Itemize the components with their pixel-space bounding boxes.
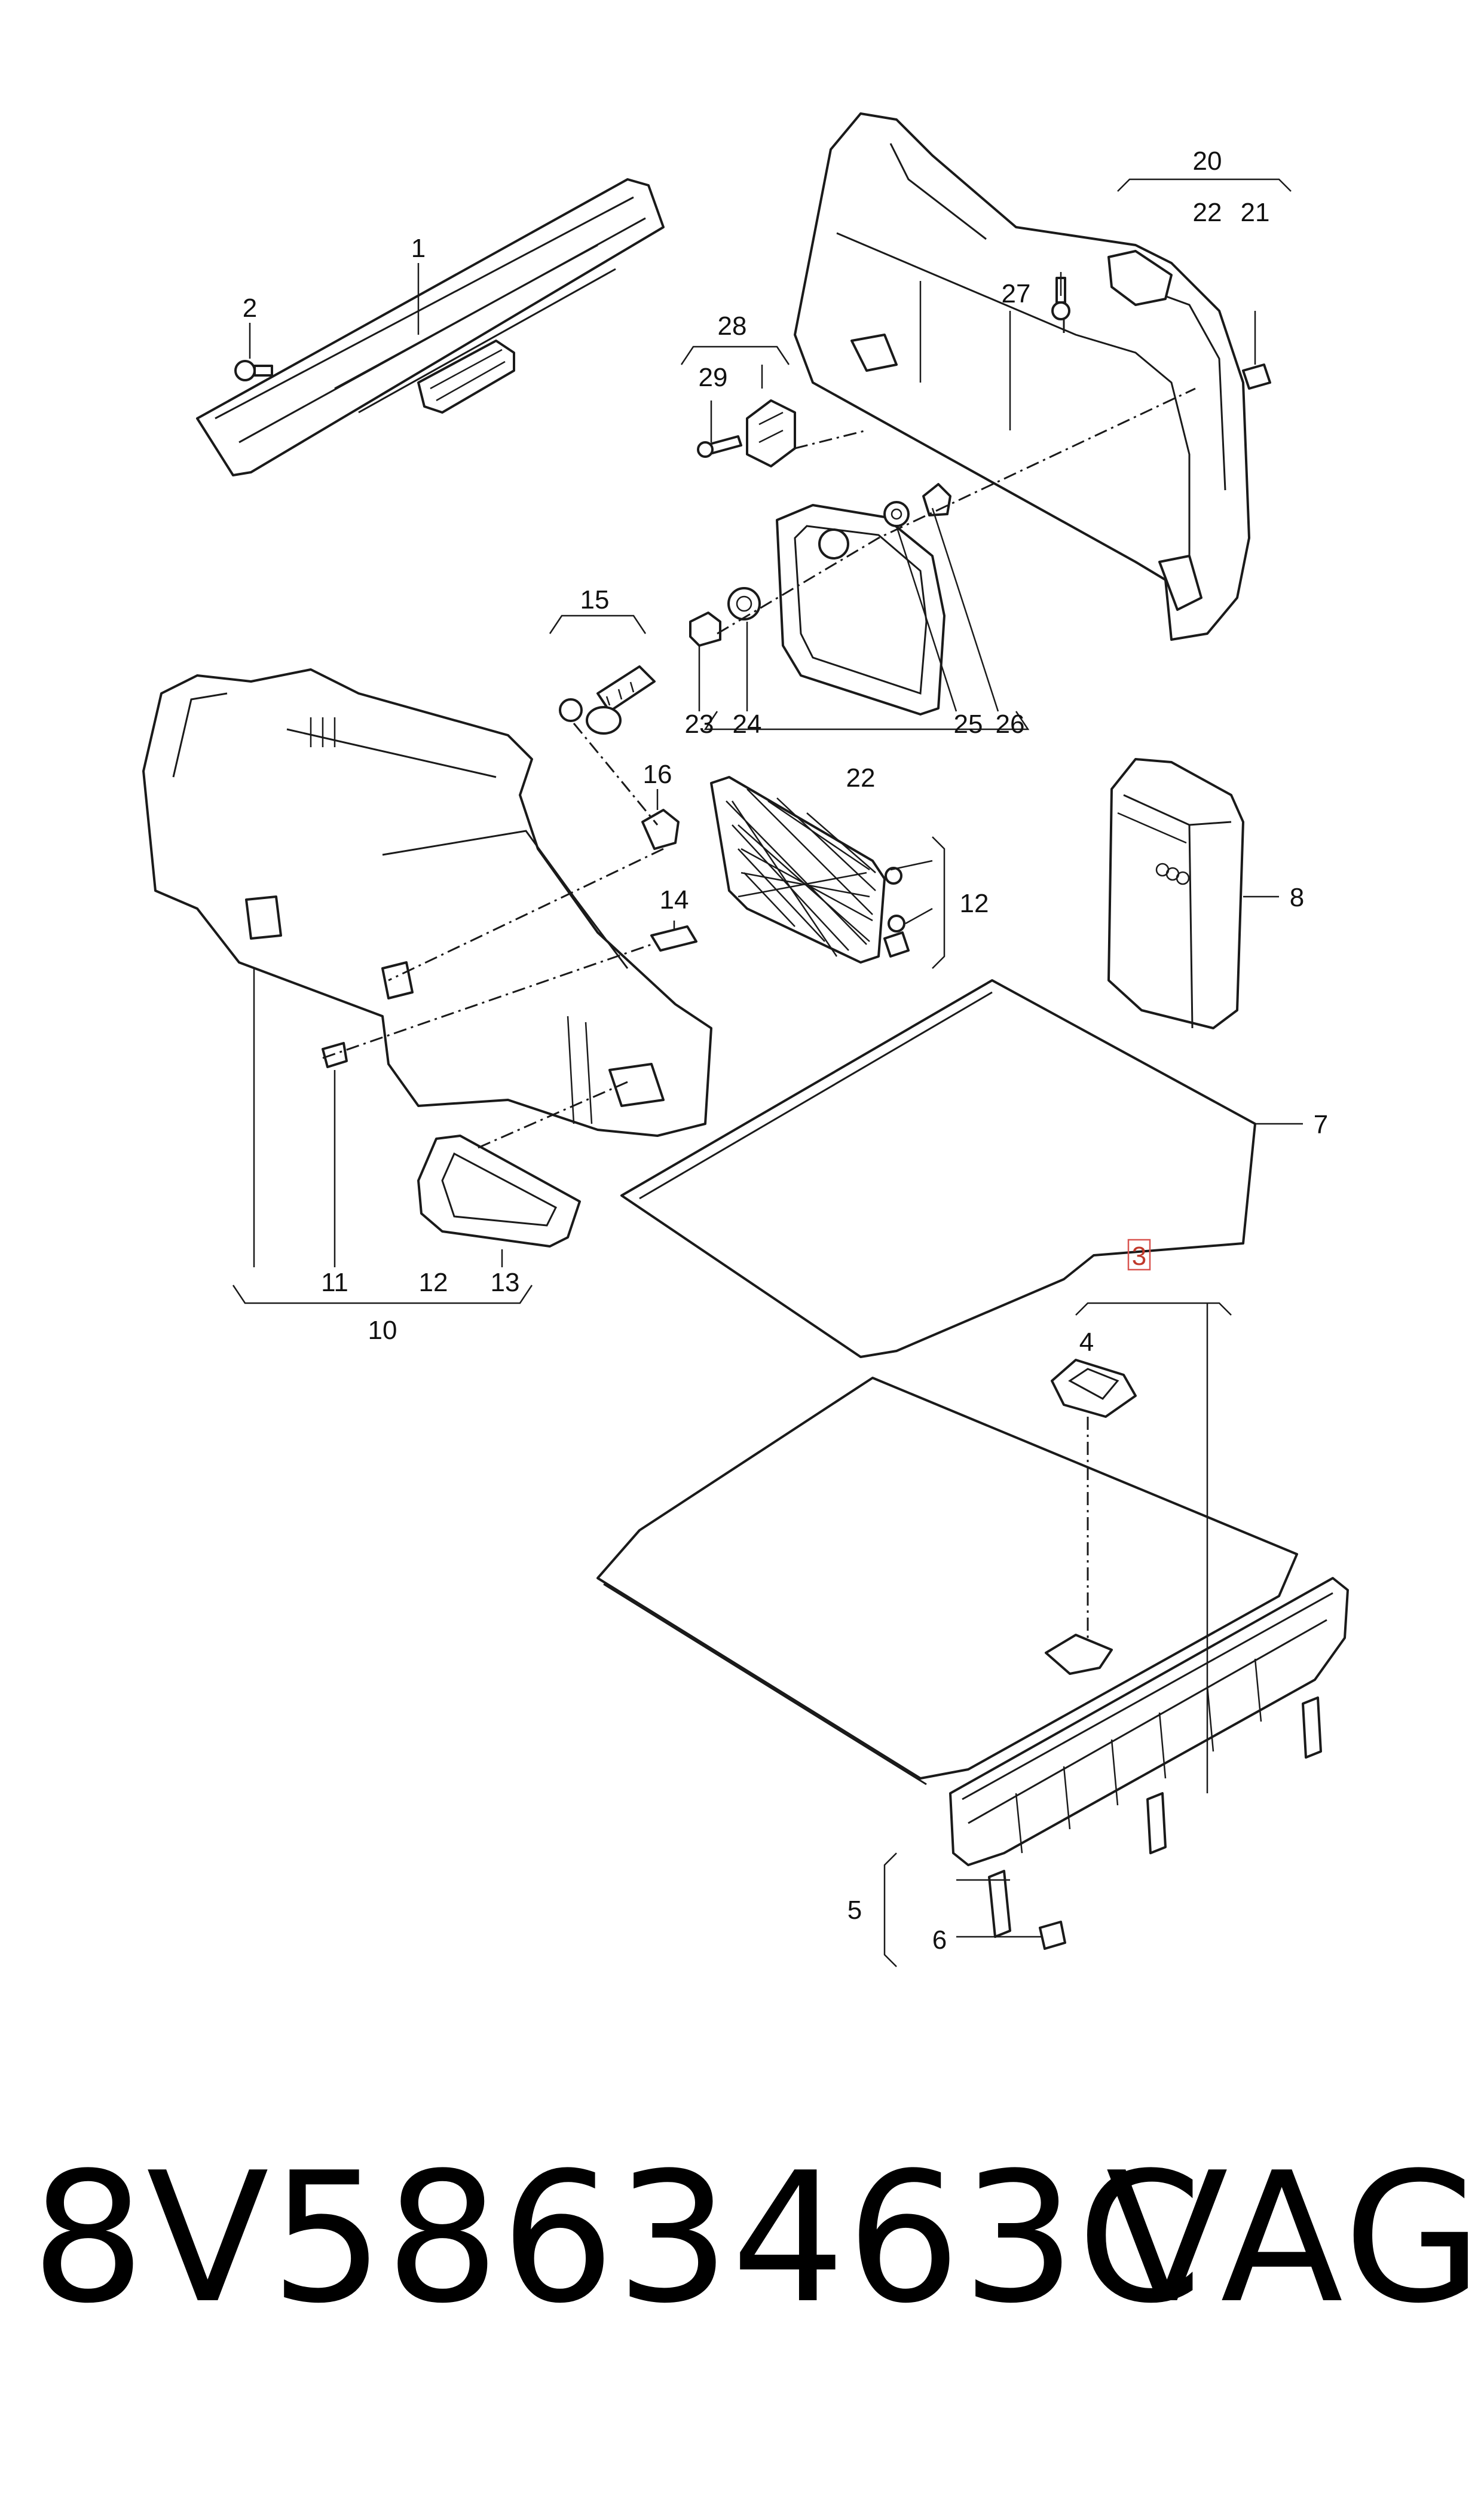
parts-exploded-diagram: 1 2 3 4 5 6 7 8 10 11 12 12 13 14 15 16 … <box>142 112 1349 1967</box>
callout-7: 7 <box>1314 1110 1328 1139</box>
callout-10: 10 <box>368 1316 397 1345</box>
callout-1: 1 <box>411 234 426 263</box>
part-1-sill-trim <box>196 178 665 476</box>
part-13-tray <box>417 1135 581 1248</box>
callout-11: 11 <box>321 1268 348 1297</box>
callout-4: 4 <box>1079 1328 1094 1357</box>
callout-6: 6 <box>932 1925 947 1955</box>
leader-lines <box>249 263 1303 1938</box>
callout-14: 14 <box>660 885 689 915</box>
part-4-handle <box>1051 1359 1137 1418</box>
callout-29: 29 <box>699 363 728 392</box>
part-29-screw <box>697 435 742 458</box>
part-14-cover <box>650 925 697 952</box>
callout-15: 15 <box>580 585 610 615</box>
callout-8: 8 <box>1290 883 1304 912</box>
callout-21: 21 <box>1241 198 1270 227</box>
callout-20: 20 <box>1193 146 1222 176</box>
part-12-clips <box>883 867 910 958</box>
part-24-clip <box>727 587 761 620</box>
part-16-clip <box>641 809 680 850</box>
part-10-side-trim <box>142 668 712 1137</box>
part-12-net <box>710 776 886 964</box>
part-2-clip <box>234 360 273 381</box>
callout-3: 3 <box>1132 1242 1146 1271</box>
part-23-clip <box>689 612 721 647</box>
callout-25: 25 <box>954 710 983 739</box>
callout-16: 16 <box>643 760 672 789</box>
callout-5: 5 <box>847 1896 862 1925</box>
part-11-clip <box>322 1042 348 1068</box>
part-5-rear-trim <box>949 1577 1349 1938</box>
callout-27: 27 <box>1002 279 1031 308</box>
callout-22-top: 22 <box>1193 198 1222 227</box>
part-7-floor-mat <box>620 979 1256 1358</box>
callout-23: 23 <box>685 710 714 739</box>
callout-28: 28 <box>718 311 747 341</box>
callout-labels: 1 2 3 4 5 6 7 8 10 11 12 12 13 14 15 16 … <box>243 146 1328 1955</box>
part-3-load-floor <box>596 1377 1298 1786</box>
assembly-lines <box>322 320 1196 1638</box>
callout-12-left: 12 <box>419 1268 448 1297</box>
callout-13: 13 <box>491 1268 520 1297</box>
part-number: 8V5863463C <box>31 2134 1204 2343</box>
part-6-clip <box>1039 1921 1066 1950</box>
callout-12-right: 12 <box>960 889 989 918</box>
braces <box>232 178 1292 1967</box>
callout-22-bottom: 22 <box>846 763 876 793</box>
callout-24: 24 <box>733 710 762 739</box>
callout-2: 2 <box>243 294 257 323</box>
part-15-socket <box>559 665 656 735</box>
part-21-clip <box>1242 363 1271 390</box>
callout-3-highlight-box <box>1127 1239 1151 1271</box>
part-28-bracket <box>746 399 796 467</box>
brand-label: VAG <box>1106 2134 1484 2343</box>
part-20-side-trim <box>794 112 1250 641</box>
part-25-nut <box>883 501 910 527</box>
part-8-storage-box <box>1107 758 1244 1029</box>
part-22-cover-frame <box>776 504 946 716</box>
callout-26: 26 <box>996 710 1025 739</box>
